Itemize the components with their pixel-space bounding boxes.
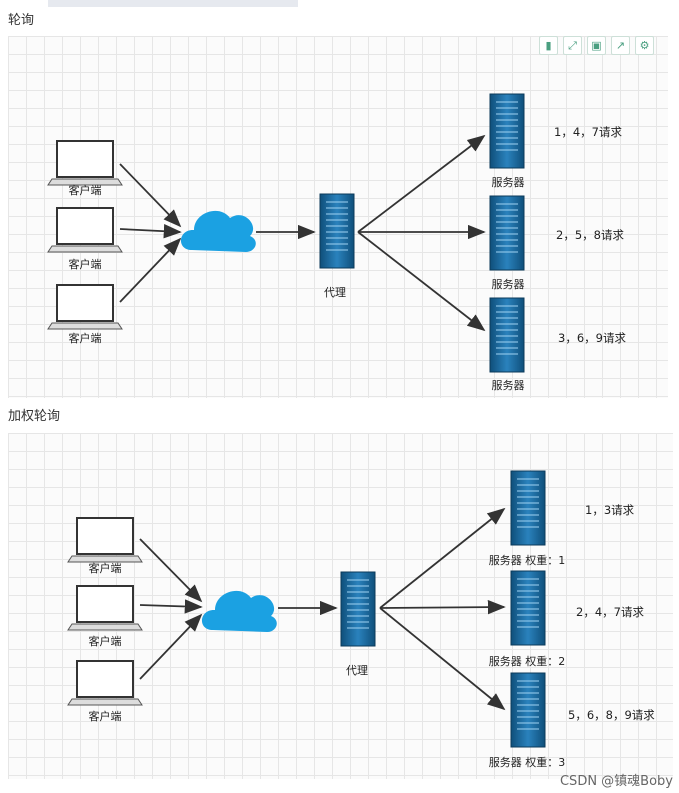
arrow-proxy-server2 [379, 599, 506, 615]
client-laptop-2 [67, 585, 143, 631]
server-requests-2: 2，5，8请求 [556, 228, 624, 242]
client-laptop-3 [47, 284, 123, 330]
server-label-3: 服务器 [492, 379, 525, 392]
section-title-round-robin: 轮询 [8, 13, 35, 28]
server-icon-1 [489, 93, 525, 169]
server-requests-2: 2，4，7请求 [576, 605, 644, 619]
server-icon-3 [510, 672, 546, 748]
client-label-3: 客户端 [69, 331, 102, 345]
round-robin-canvas: 客户端 客户端 客户端 代理 [47, 93, 626, 392]
server-icon-2 [489, 195, 525, 271]
arrow-client3-cloud [139, 613, 203, 680]
proxy-label: 代理 [324, 286, 346, 299]
server-requests-1: 1，3请求 [585, 503, 635, 517]
round-robin-diagram: ▮ ⤢ ▣ ↗ ⚙ 客户端 客户端 客户端 [8, 36, 668, 398]
arrow-client2-cloud [119, 223, 182, 239]
arrow-proxy-server3 [357, 231, 486, 332]
save-icon[interactable]: ▣ [587, 36, 606, 55]
bookmark-icon[interactable]: ▮ [539, 36, 558, 55]
arrow-client3-cloud [119, 237, 182, 303]
arrow-client1-cloud [119, 163, 182, 228]
client-label-2: 客户端 [89, 634, 122, 648]
client-label-1: 客户端 [89, 561, 122, 575]
diagram-toolbar: ▮ ⤢ ▣ ↗ ⚙ [539, 36, 654, 55]
server-icon-2 [510, 570, 546, 646]
arrow-proxy-server3 [379, 607, 506, 711]
client-label-1: 客户端 [69, 183, 102, 197]
arrow-proxy-server1 [379, 507, 506, 609]
export-icon[interactable]: ↗ [611, 36, 630, 55]
client-laptop-1 [47, 140, 123, 186]
client-label-3: 客户端 [89, 709, 122, 723]
server-label-1: 服务器 权重：1 [489, 553, 566, 567]
proxy-server-icon [319, 193, 355, 269]
arrow-proxy-server1 [357, 134, 486, 233]
cloud-icon [201, 590, 277, 632]
server-requests-1: 1，4，7请求 [554, 125, 622, 139]
weighted-round-robin-diagram: 客户端 客户端 客户端 代理 [8, 433, 673, 779]
server-label-3: 服务器 权重：3 [489, 755, 566, 769]
server-label-1: 服务器 [492, 176, 525, 189]
client-label-2: 客户端 [69, 257, 102, 271]
cloud-icon [180, 210, 256, 252]
server-requests-3: 5，6，8，9请求 [568, 708, 655, 722]
section-title-weighted-round-robin: 加权轮询 [8, 409, 61, 424]
server-label-2: 服务器 权重：2 [489, 654, 566, 668]
watermark: CSDN @镇魂Boby [559, 774, 673, 789]
fullscreen-icon[interactable]: ⤢ [563, 36, 582, 55]
client-laptop-2 [47, 207, 123, 253]
top-scroll-bar [48, 0, 298, 7]
client-laptop-3 [67, 660, 143, 706]
server-label-2: 服务器 [492, 278, 525, 291]
arrow-client2-cloud [139, 599, 203, 614]
server-icon-3 [489, 297, 525, 373]
proxy-server-icon [340, 571, 376, 647]
proxy-label: 代理 [346, 664, 368, 677]
server-requests-3: 3，6，9请求 [558, 331, 626, 345]
server-icon-1 [510, 470, 546, 546]
settings-icon[interactable]: ⚙ [635, 36, 654, 55]
arrow-client1-cloud [139, 538, 203, 603]
client-laptop-1 [67, 517, 143, 563]
weighted-round-robin-canvas: 客户端 客户端 客户端 代理 [67, 470, 655, 769]
